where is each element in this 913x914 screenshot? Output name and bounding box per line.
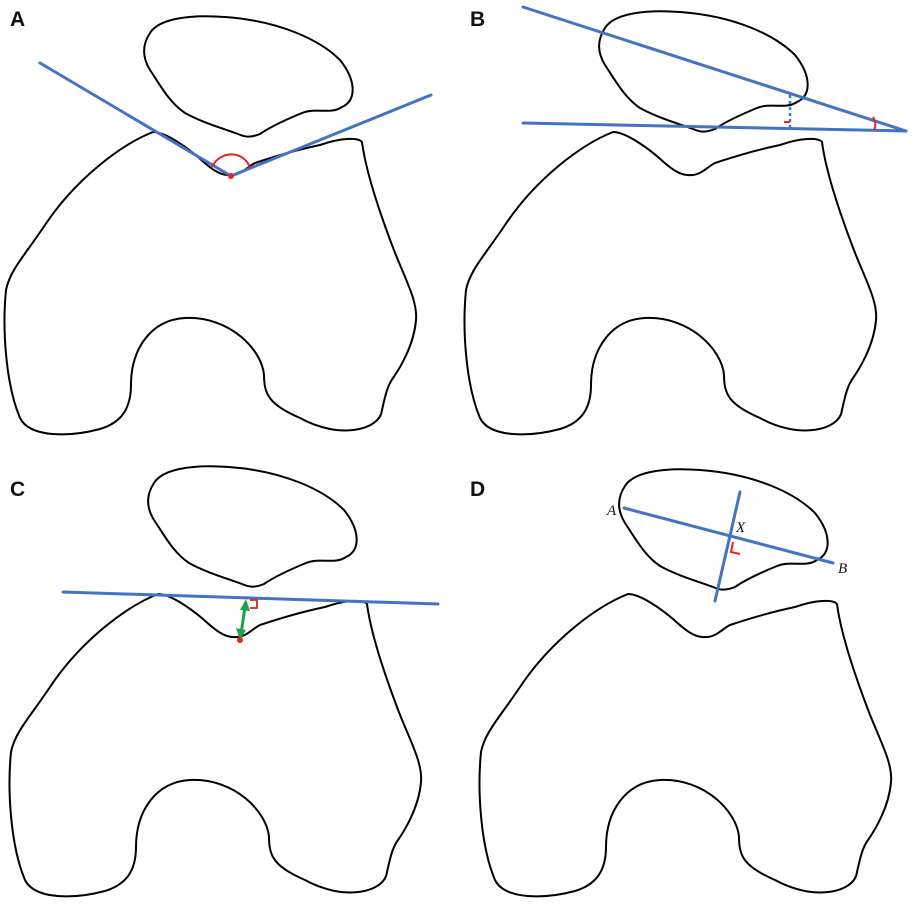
patella-outline-c (147, 465, 358, 588)
sulcus-angle-arc (211, 153, 251, 169)
point-label-a: A (606, 503, 617, 519)
condylar-reference-line-b (521, 121, 908, 133)
patella-outline-b (598, 10, 809, 133)
patellar-thickness-line (713, 490, 742, 603)
trochlear-groove-point-c (237, 637, 243, 643)
panel-label-c: C (10, 478, 25, 501)
patellar-tilt-angle-arc (872, 116, 877, 131)
patella-outline-d (618, 468, 829, 591)
point-label-x: X (735, 520, 746, 536)
patella-outline-a (143, 15, 354, 138)
trochlear-depth-arrowhead-bottom (236, 628, 246, 640)
medial-trochlear-line-a (38, 61, 233, 178)
panel-c: C (8, 465, 440, 898)
panel-label-a: A (10, 8, 25, 31)
panel-label-b: B (470, 8, 485, 31)
trochlear-groove-point-a (228, 173, 234, 179)
panel-d: D A B X (470, 468, 893, 898)
right-angle-marker-d (729, 541, 741, 555)
panel-a: A (3, 8, 433, 436)
femur-outline-d (478, 593, 893, 898)
panel-b: B (463, 5, 908, 436)
trochlear-depth-arrowhead-top (240, 599, 250, 611)
femur-outline-a (3, 131, 418, 436)
condylar-tangent-line-c (61, 590, 440, 606)
right-angle-marker-c (250, 599, 258, 609)
point-label-b: B (838, 561, 847, 577)
femur-outline-b (463, 131, 878, 436)
panel-label-d: D (470, 478, 485, 501)
femur-outline-c (8, 593, 423, 898)
patellar-axis-line-b (521, 5, 908, 133)
lateral-trochlear-line-a (229, 93, 433, 178)
